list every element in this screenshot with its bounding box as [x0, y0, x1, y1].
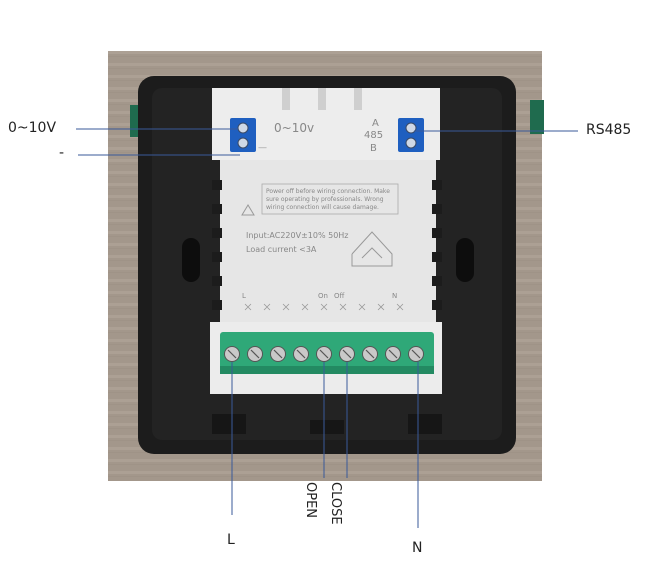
left-teeth [212, 180, 222, 310]
warning-line-1: Power off before wiring connection. Make [266, 188, 390, 195]
blue-screw-left-2 [237, 137, 249, 149]
term-off-text: Off [334, 292, 345, 300]
label-l: L [227, 532, 235, 548]
top-a-text: A [372, 118, 379, 129]
top-slot-3 [354, 88, 362, 110]
center-label-panel [220, 160, 436, 330]
bottom-notch-right [408, 414, 442, 434]
label-n: N [412, 540, 423, 556]
warning-line-3: wiring connection will cause damage. [266, 204, 379, 211]
label-open: OPEN [303, 482, 318, 519]
label-rs485: RS485 [586, 122, 632, 138]
term-l-text: L [242, 292, 246, 300]
blue-screw-left-1 [237, 122, 249, 134]
right-teeth [432, 180, 442, 310]
bottom-notch-left [212, 414, 246, 434]
bottom-notch-mid [310, 420, 344, 434]
right-green-tab [530, 100, 544, 134]
terminal-screw-slots [227, 349, 421, 359]
top-b-text: B [370, 143, 377, 154]
top-slot-1 [282, 88, 290, 110]
warning-triangle-icon [241, 204, 255, 216]
blue-screw-right-2 [405, 137, 417, 149]
load-spec-text: Load current <3A [246, 245, 317, 254]
right-mount-slot [456, 238, 474, 282]
top-minus-text: — [258, 143, 267, 153]
house-arrow-icon [361, 247, 383, 259]
top-slot-2 [318, 88, 326, 110]
blue-terminal-left [230, 118, 256, 152]
label-0-10v: 0~10V [8, 120, 57, 136]
top-block-text: 0~10v [274, 121, 314, 135]
label-close: CLOSE [328, 482, 343, 525]
x-markers [244, 303, 404, 311]
left-mount-slot [182, 238, 200, 282]
green-terminal-bottom [220, 366, 434, 374]
term-n-text: N [392, 292, 397, 300]
warning-line-2: sure operating by professionals. Wrong [266, 196, 384, 203]
top-485-text: 485 [364, 130, 383, 141]
term-on-text: On [318, 292, 328, 300]
blue-screw-right-1 [405, 122, 417, 134]
house-icon [351, 231, 393, 267]
leader-lines [76, 128, 578, 528]
label-minus: - [59, 145, 65, 161]
input-spec-text: Input:AC220V±10% 50Hz [246, 231, 349, 240]
blue-terminal-right [398, 118, 424, 152]
warning-box [261, 183, 399, 215]
